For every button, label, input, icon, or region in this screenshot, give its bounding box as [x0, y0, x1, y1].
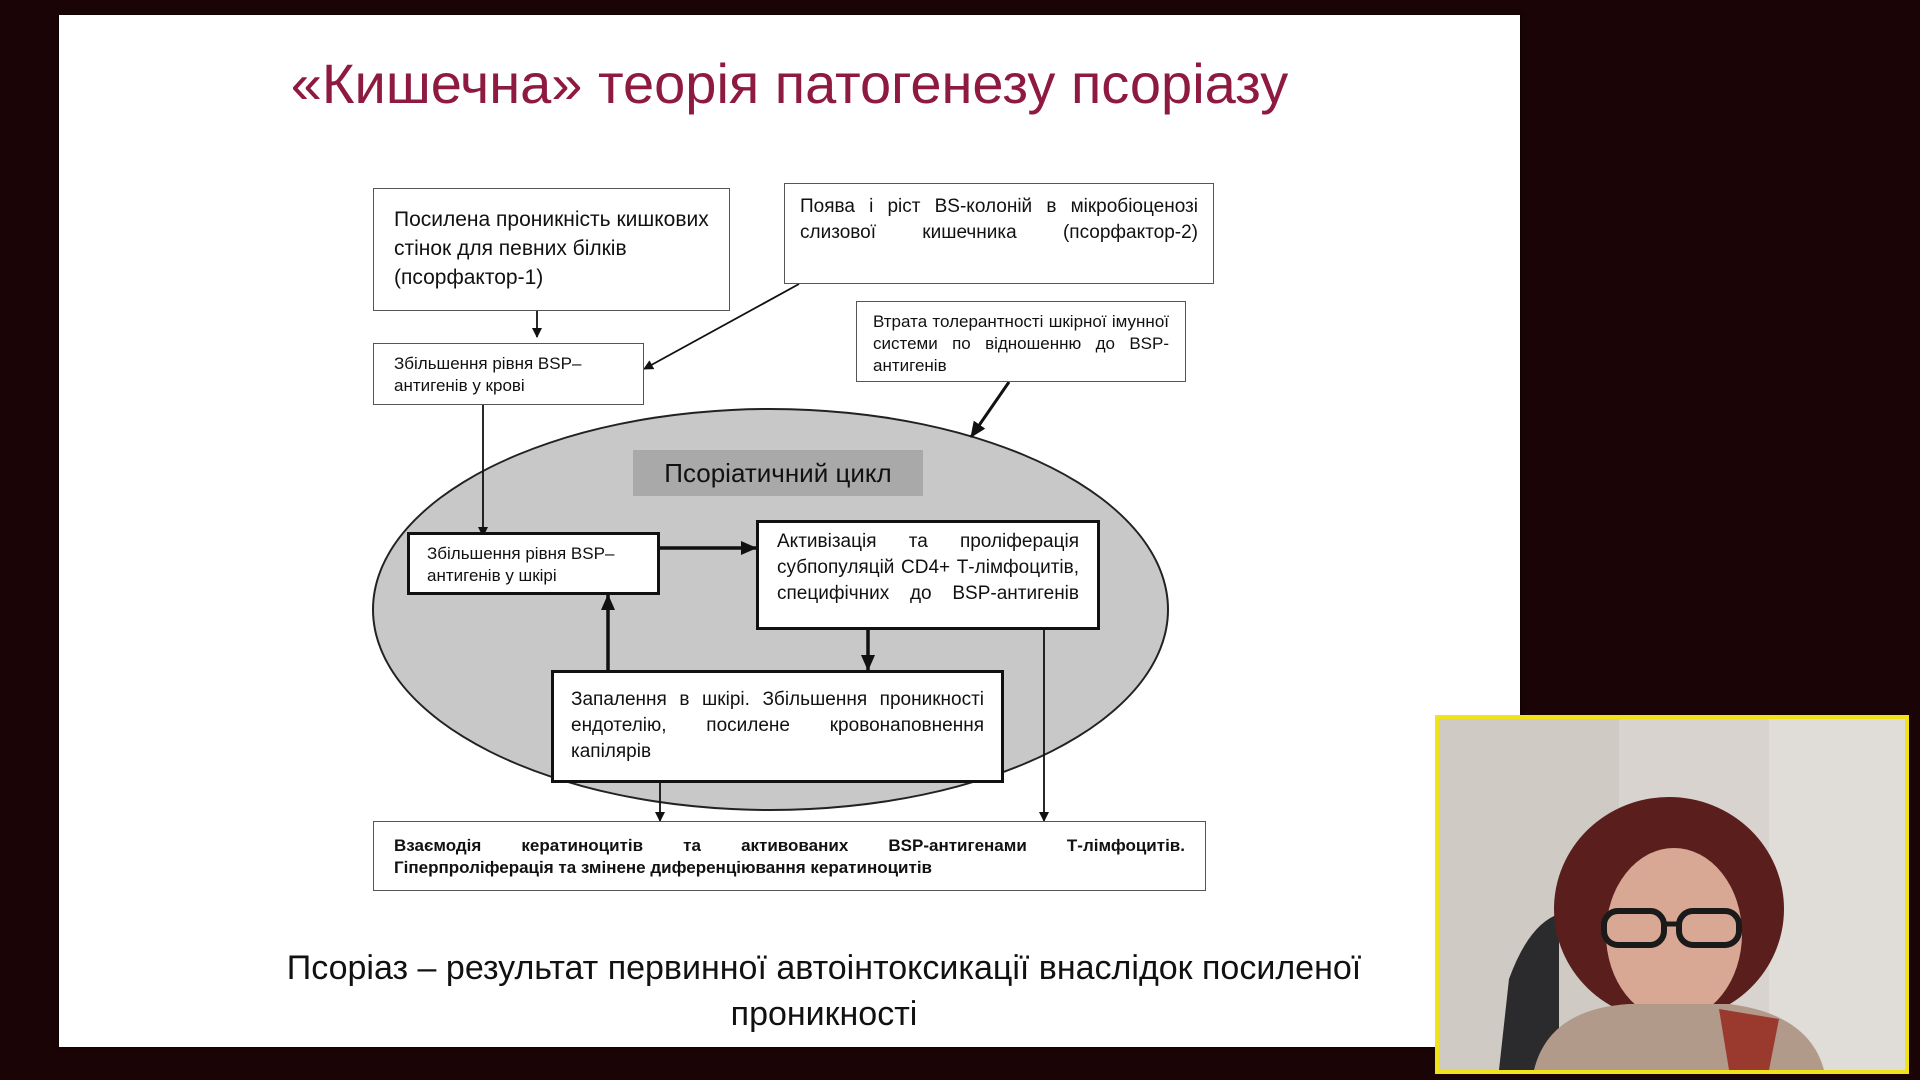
box-bsp-skin-text: Збільшення рівня BSP–антигенів у шкірі [427, 544, 615, 585]
box-psorfactor-2: Поява і ріст BS-колоній в мікробіоценозі… [784, 183, 1214, 284]
psoriatic-cycle-label: Псоріатичний цикл [633, 450, 923, 496]
webcam-video-overlay[interactable] [1435, 715, 1909, 1074]
arrow-tolerance-to-cycle [969, 381, 1011, 438]
box-psorfactor-2-text: Поява і ріст BS-колоній в мікробіоценозі… [800, 196, 1198, 243]
conclusion-text: Псоріаз – результат первинної автоінтокс… [286, 949, 1362, 1033]
slide-title: «Кишечна» теорія патогенезу псоріазу [290, 52, 1289, 115]
box-activation-text: Активізація та проліферація субпопуляцій… [777, 531, 1079, 604]
box-bsp-blood: Збільшення рівня BSP–антигенів у крові [373, 343, 644, 405]
box-bsp-skin: Збільшення рівня BSP–антигенів у шкірі [407, 532, 660, 595]
box-activation: Активізація та проліферація субпопуляцій… [756, 520, 1100, 630]
interaction-line-1: Взаємодія кератиноцитів та активованих B… [394, 836, 1185, 855]
presenter-video [1439, 719, 1905, 1070]
box-psorfactor-1: Посилена проникність кишкових стінок для… [373, 188, 730, 311]
interaction-line-2: Гіперпроліферація та змінене диференціюв… [394, 858, 932, 877]
presentation-slide: «Кишечна» теорія патогенезу псоріазу Псо… [59, 15, 1520, 1047]
box-psorfactor-1-text: Посилена проникність кишкових стінок для… [394, 208, 709, 289]
box-tolerance-loss-text: Втрата толерантності шкірної імунної сис… [873, 312, 1169, 375]
flow-arrows [478, 283, 1049, 822]
arrow-factor2-to-blood [643, 283, 800, 370]
box-tolerance-loss: Втрата толерантності шкірної імунної сис… [856, 301, 1186, 382]
box-inflammation: Запалення в шкірі. Збільшення проникност… [551, 670, 1004, 783]
box-keratinocyte-interaction: Взаємодія кератиноцитів та активованих B… [373, 821, 1206, 891]
box-inflammation-text: Запалення в шкірі. Збільшення проникност… [571, 689, 984, 762]
box-bsp-blood-text: Збільшення рівня BSP–антигенів у крові [394, 354, 582, 395]
